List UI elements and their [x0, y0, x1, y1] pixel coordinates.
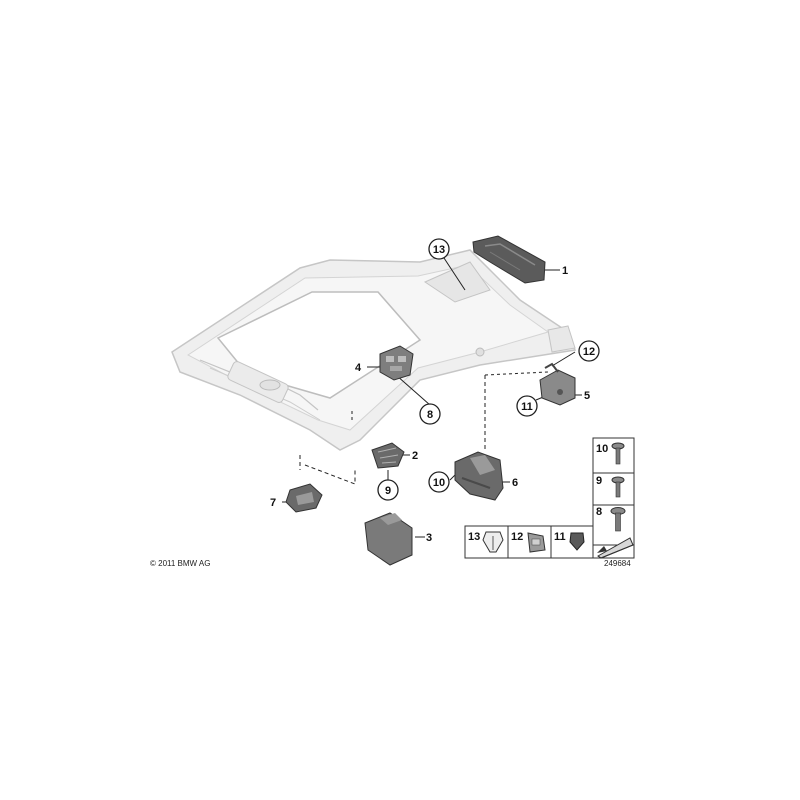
label-3: 3: [426, 532, 432, 544]
clip-11-icon: [569, 532, 585, 551]
label-4: 4: [355, 362, 362, 374]
shim-icon: [597, 537, 634, 559]
part-2-bracket: [371, 442, 405, 469]
callout-12: 12: [578, 340, 600, 362]
copyright-text: © 2011 BMW AG: [150, 559, 210, 568]
clip-13-icon: [482, 531, 504, 553]
label-6: 6: [512, 477, 518, 489]
part-1-grab-handle: [472, 235, 546, 284]
callout-11: 11: [516, 395, 538, 417]
svg-text:8: 8: [427, 409, 433, 421]
screw-8-icon: [610, 507, 626, 532]
part-7-lamp: [285, 483, 323, 513]
screw-9-icon: [611, 476, 625, 498]
legend-label-13: 13: [468, 531, 480, 543]
callout-10: 10: [428, 471, 450, 493]
screw-10-icon: [611, 442, 625, 465]
svg-text:10: 10: [433, 477, 445, 489]
svg-text:9: 9: [385, 485, 391, 497]
part-5-bracket: [539, 362, 576, 406]
callouts: 13 12 11 8 9 10 1 4 2 5 6 7 3: [270, 238, 600, 544]
legend-label-9: 9: [596, 475, 602, 487]
part-3-cover: [364, 512, 413, 566]
callout-9: 9: [377, 479, 399, 501]
label-1: 1: [562, 265, 568, 277]
legend-label-11: 11: [554, 531, 566, 543]
legend-label-8: 8: [596, 506, 602, 518]
legend-label-12: 12: [511, 531, 523, 543]
label-2: 2: [412, 450, 418, 462]
image-number: 249684: [604, 559, 631, 568]
fastener-legend: 10 9 8 13 12 11: [464, 437, 635, 559]
nut-12-icon: [527, 532, 546, 553]
svg-text:11: 11: [521, 401, 533, 413]
legend-label-10: 10: [596, 443, 608, 455]
svg-text:12: 12: [583, 346, 595, 358]
callout-13-top: 13: [428, 238, 450, 260]
part-4-light-module: [379, 345, 414, 381]
headliner: [171, 249, 577, 451]
label-7: 7: [270, 497, 276, 509]
callout-8: 8: [419, 403, 441, 425]
svg-text:13: 13: [433, 244, 445, 256]
part-6-housing: [454, 451, 504, 501]
label-5: 5: [584, 390, 590, 402]
